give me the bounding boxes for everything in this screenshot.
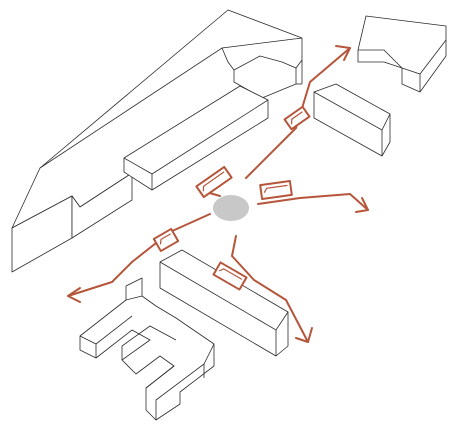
- route-box-upper-left-edge: [202, 171, 225, 192]
- central-hub: [213, 195, 249, 221]
- route-to-top-right: [245, 47, 351, 179]
- route-box-upper-left-outline: [195, 165, 233, 199]
- route-to-right: [257, 193, 369, 211]
- route-box-top-right-outline: [283, 105, 311, 131]
- building-lower-comb: [79, 277, 215, 421]
- route-to-top-right-arrowhead: [335, 45, 351, 61]
- route-box-right-outline: [259, 179, 293, 201]
- building-large-stepped: [11, 9, 303, 273]
- route-box-right-edge: [263, 184, 288, 193]
- route-box-lower-right: [212, 261, 248, 291]
- route-box-lower-right-edge: [218, 268, 243, 280]
- route-to-right-arrowhead: [355, 197, 369, 213]
- route-boxes: [152, 105, 311, 291]
- route-box-right: [259, 179, 293, 201]
- route-to-lower-right-arrowhead: [295, 327, 313, 343]
- route-to-lower-right: [231, 235, 309, 343]
- route-box-top-right: [283, 105, 311, 131]
- route-box-top-right-edge: [290, 111, 303, 125]
- route-box-left-edge: [159, 233, 171, 245]
- building-right-bar: [313, 83, 391, 157]
- route-box-upper-left: [195, 165, 233, 199]
- building-top-right: [357, 15, 447, 93]
- building-lower-long: [159, 249, 289, 357]
- route-box-left: [152, 227, 180, 253]
- route-box-left-outline: [152, 227, 180, 253]
- route-to-left: [67, 213, 211, 297]
- building-long-middle: [123, 85, 269, 191]
- route-to-left-arrowhead: [67, 287, 81, 303]
